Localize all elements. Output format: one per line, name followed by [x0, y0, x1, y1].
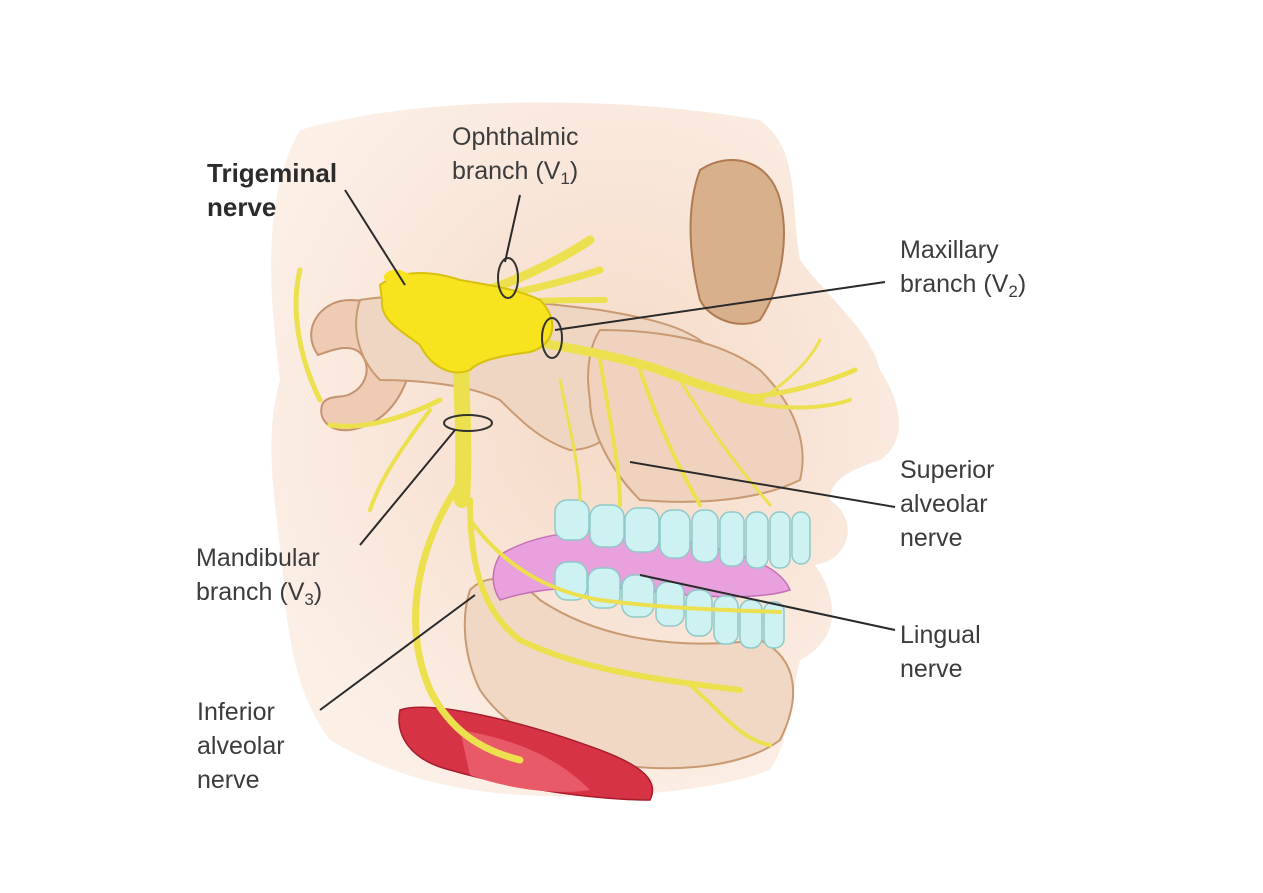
- label-trigeminal-nerve: Trigeminal nerve: [207, 158, 338, 222]
- ophthalmic-ring: [497, 257, 519, 299]
- label-inferior-alveolar-nerve: Inferior alveolar nerve: [197, 698, 285, 794]
- eye-orbit: [689, 159, 785, 325]
- maxillary-ring: [541, 317, 563, 359]
- label-mandibular-branch: Mandibular branch (V3): [196, 544, 323, 609]
- label-lingual-nerve: Lingual nerve: [900, 621, 981, 683]
- label-superior-alveolar-nerve: Superior alveolar nerve: [900, 456, 995, 552]
- label-maxillary-branch: Maxillary branch (V2): [900, 236, 1027, 301]
- upper-teeth: [554, 499, 811, 569]
- mandibular-ring: [443, 414, 493, 432]
- trigeminal-root: [383, 269, 430, 293]
- label-ophthalmic-branch: Ophthalmic branch (V1): [452, 123, 579, 188]
- leader-lines: [319, 189, 896, 711]
